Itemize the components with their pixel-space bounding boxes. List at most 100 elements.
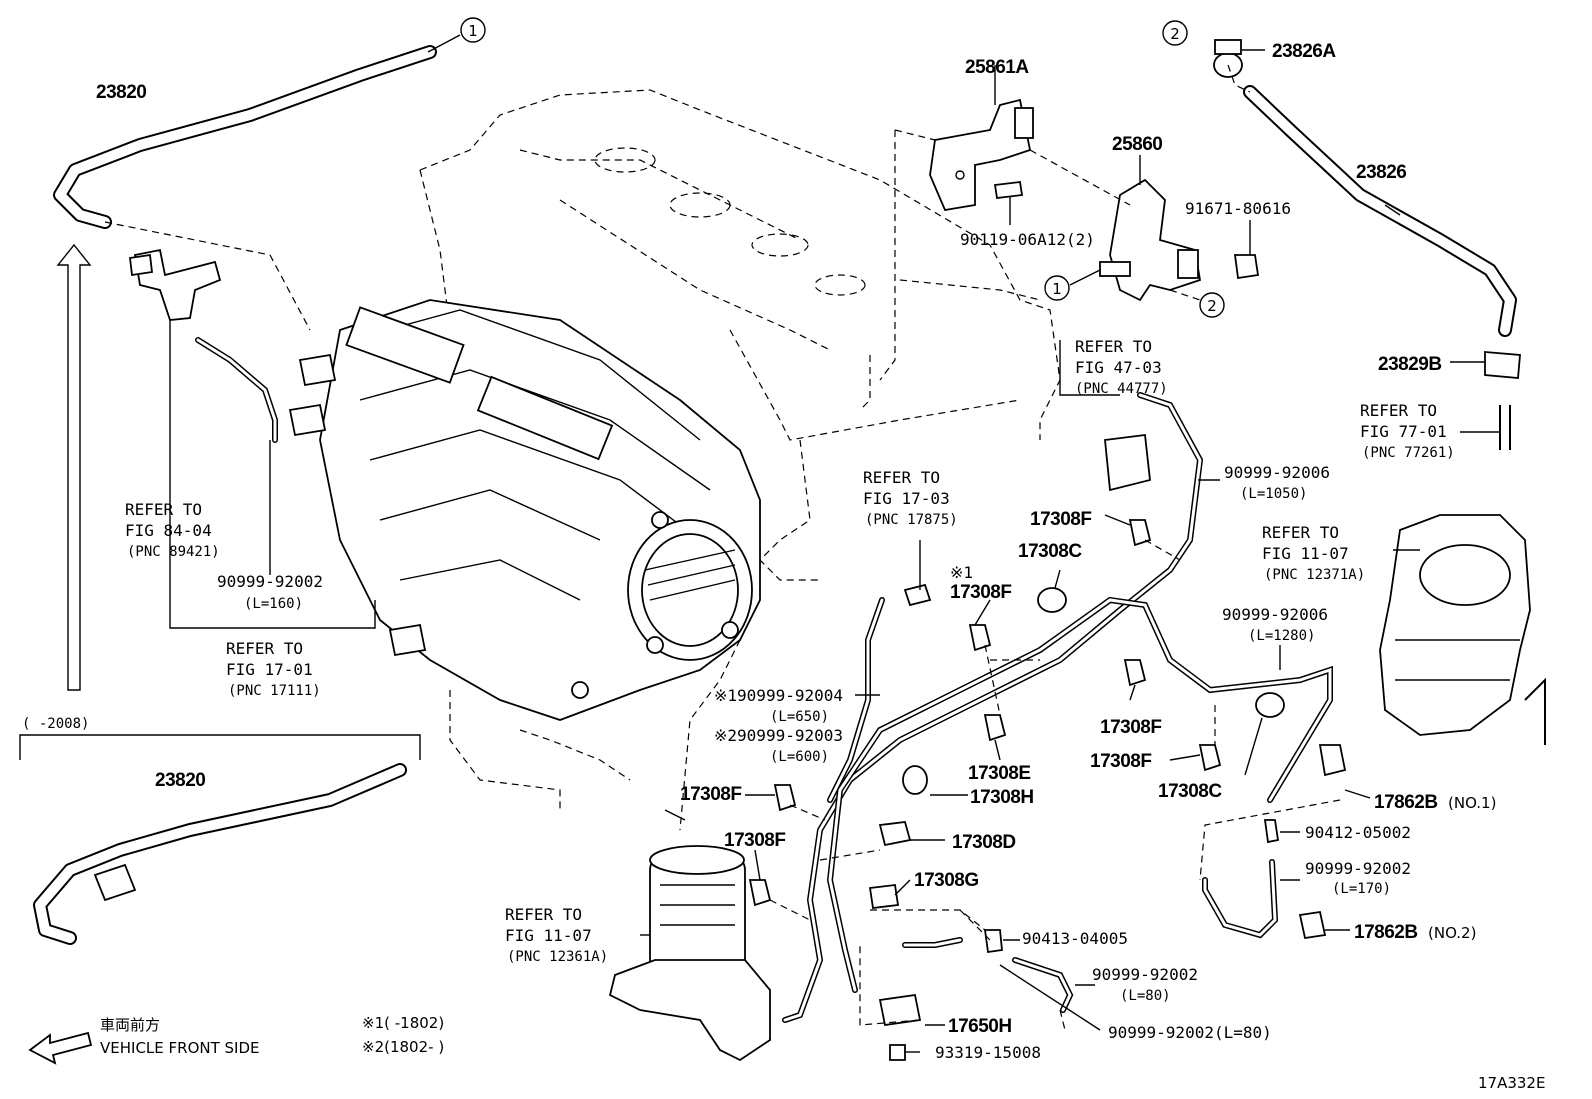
label-91671: 91671-80616 [1185, 199, 1291, 218]
clamp-parts [748, 433, 1347, 1061]
label-17308G: 17308G [914, 870, 979, 891]
svg-text:REFER TO: REFER TO [1262, 523, 1339, 542]
svg-text:2: 2 [1170, 25, 1180, 43]
hose-92002-80 [902, 937, 1074, 1013]
label-92004: ※190999-92004 [714, 686, 843, 705]
label-92006-a: 90999-92006 [1224, 463, 1330, 482]
label-92002-d: 90999-92002(L=80) [1108, 1023, 1272, 1042]
front-direction: 車両前方 VEHICLE FRONT SIDE [28, 1016, 260, 1065]
ref-4703: REFER TO FIG 47-03 (PNC 44777) [1075, 337, 1168, 397]
label-23820-bottom: 23820 [155, 770, 205, 791]
ref-1703: REFER TO FIG 17-03 (PNC 17875) [863, 468, 958, 528]
ref-1701: REFER TO FIG 17-01 (PNC 17111) [226, 639, 321, 699]
callout-2-mid: 2 [1199, 292, 1225, 318]
label-17308D: 17308D [952, 832, 1016, 853]
hose-23820-top [53, 45, 437, 229]
hose-23826 [1243, 85, 1517, 337]
label-17308F-4: 17308F [1090, 751, 1151, 772]
svg-text:1: 1 [1052, 280, 1062, 298]
label-17308F-6: 17308F [724, 830, 785, 851]
svg-text:REFER TO: REFER TO [505, 905, 582, 924]
diagram-code: 17A332E [1478, 1074, 1545, 1092]
svg-text:(PNC 89421): (PNC 89421) [127, 544, 220, 560]
callout-1-top: 1 [460, 17, 486, 43]
leader-lines [104, 34, 1500, 1053]
label-92003: ※290999-92003 [714, 726, 843, 745]
label-17308F-2: 17308F [950, 582, 1011, 603]
label-90412: 90412-05002 [1305, 823, 1411, 842]
label-93319: 93319-15008 [935, 1043, 1041, 1062]
svg-text:REFER TO: REFER TO [1075, 337, 1152, 356]
label-17308E: 17308E [968, 763, 1031, 784]
part-labels: 23820 25861A 25860 23826A 23826 23829B 9… [22, 41, 1496, 1062]
clamp-23829B [1484, 351, 1521, 379]
front-jp: 車両前方 [100, 1016, 160, 1034]
label-92002-a: 90999-92002 [217, 572, 323, 591]
label-92004-len: (L=650) [770, 709, 829, 725]
label-17862B-2: 17862B [1354, 922, 1418, 943]
engine-mount-left [608, 845, 771, 1062]
label-17862B-2-note: (NO.2) [1428, 924, 1476, 942]
svg-text:FIG 47-03: FIG 47-03 [1075, 358, 1162, 377]
hose-92002-170 [1202, 859, 1279, 939]
ref-1107b: REFER TO FIG 11-07 (PNC 12361A) [505, 905, 608, 965]
label-23826: 23826 [1356, 162, 1406, 183]
label-92002-c-len: (L=80) [1120, 988, 1171, 1004]
front-arrow-icon [28, 1031, 93, 1065]
vsv-25860 [1099, 178, 1260, 302]
label-17308C-2: 17308C [1158, 781, 1222, 802]
ref-8404: REFER TO FIG 84-04 (PNC 89421) [125, 500, 220, 560]
svg-text:REFER TO: REFER TO [226, 639, 303, 658]
svg-text:FIG 77-01: FIG 77-01 [1360, 422, 1447, 441]
label-92002-b-len: (L=170) [1332, 881, 1391, 897]
svg-text:(PNC 12371A): (PNC 12371A) [1264, 567, 1365, 583]
label-92006-a-len: (L=1050) [1240, 486, 1307, 502]
range-bracket [19, 734, 421, 760]
svg-text:REFER TO: REFER TO [863, 468, 940, 487]
svg-text:(PNC 17111): (PNC 17111) [228, 683, 321, 699]
label-17650H: 17650H [948, 1016, 1012, 1037]
callout-2-top: 2 [1162, 20, 1188, 46]
label-17308F-5: 17308F [680, 784, 741, 805]
up-arrow [56, 243, 92, 691]
svg-text:FIG 17-01: FIG 17-01 [226, 660, 313, 679]
label-17308H: 17308H [970, 787, 1034, 808]
hose-23820-bottom [33, 763, 407, 945]
bracket-25861A [929, 98, 1034, 225]
label-92006-b-len: (L=1280) [1248, 628, 1315, 644]
note-1: ※1( -1802) [362, 1014, 444, 1032]
label-92002-b: 90999-92002 [1305, 859, 1411, 878]
svg-text:REFER TO: REFER TO [125, 500, 202, 519]
ref-1107a: REFER TO FIG 11-07 (PNC 12371A) [1262, 523, 1365, 583]
svg-text:(PNC 77261): (PNC 77261) [1362, 445, 1455, 461]
intake-manifold [288, 299, 761, 721]
hose-92006-1280 [826, 596, 1333, 993]
label-90413: 90413-04005 [1022, 929, 1128, 948]
label-25861A: 25861A [965, 57, 1029, 78]
label-range-2008: ( -2008) [22, 716, 89, 732]
svg-text:(PNC 44777): (PNC 44777) [1075, 381, 1168, 397]
label-17308F-1: 17308F [1030, 509, 1091, 530]
hose-92004 [827, 597, 885, 803]
label-92006-b: 90999-92006 [1222, 605, 1328, 624]
svg-text:(PNC 12361A): (PNC 12361A) [507, 949, 608, 965]
engine-mount-right [1379, 514, 1546, 745]
hose-92006-1050 [782, 392, 1204, 1023]
hose-92002-160 [195, 337, 278, 443]
svg-text:FIG 11-07: FIG 11-07 [1262, 544, 1349, 563]
label-92002-a-len: (L=160) [244, 596, 303, 612]
label-90119: 90119-06A12(2) [960, 230, 1095, 249]
svg-text:FIG 17-03: FIG 17-03 [863, 489, 950, 508]
svg-text:1: 1 [468, 22, 478, 40]
svg-text:(PNC 17875): (PNC 17875) [865, 512, 958, 528]
label-17308C-1: 17308C [1018, 541, 1082, 562]
note-2: ※2(1802- ) [362, 1038, 444, 1056]
label-17308F-3: 17308F [1100, 717, 1161, 738]
label-23820-top: 23820 [96, 82, 146, 103]
label-23829B: 23829B [1378, 354, 1442, 375]
front-en: VEHICLE FRONT SIDE [100, 1039, 260, 1057]
label-92003-len: (L=600) [770, 749, 829, 765]
label-23826A: 23826A [1272, 41, 1336, 62]
callout-1-mid: 1 [1044, 275, 1070, 301]
